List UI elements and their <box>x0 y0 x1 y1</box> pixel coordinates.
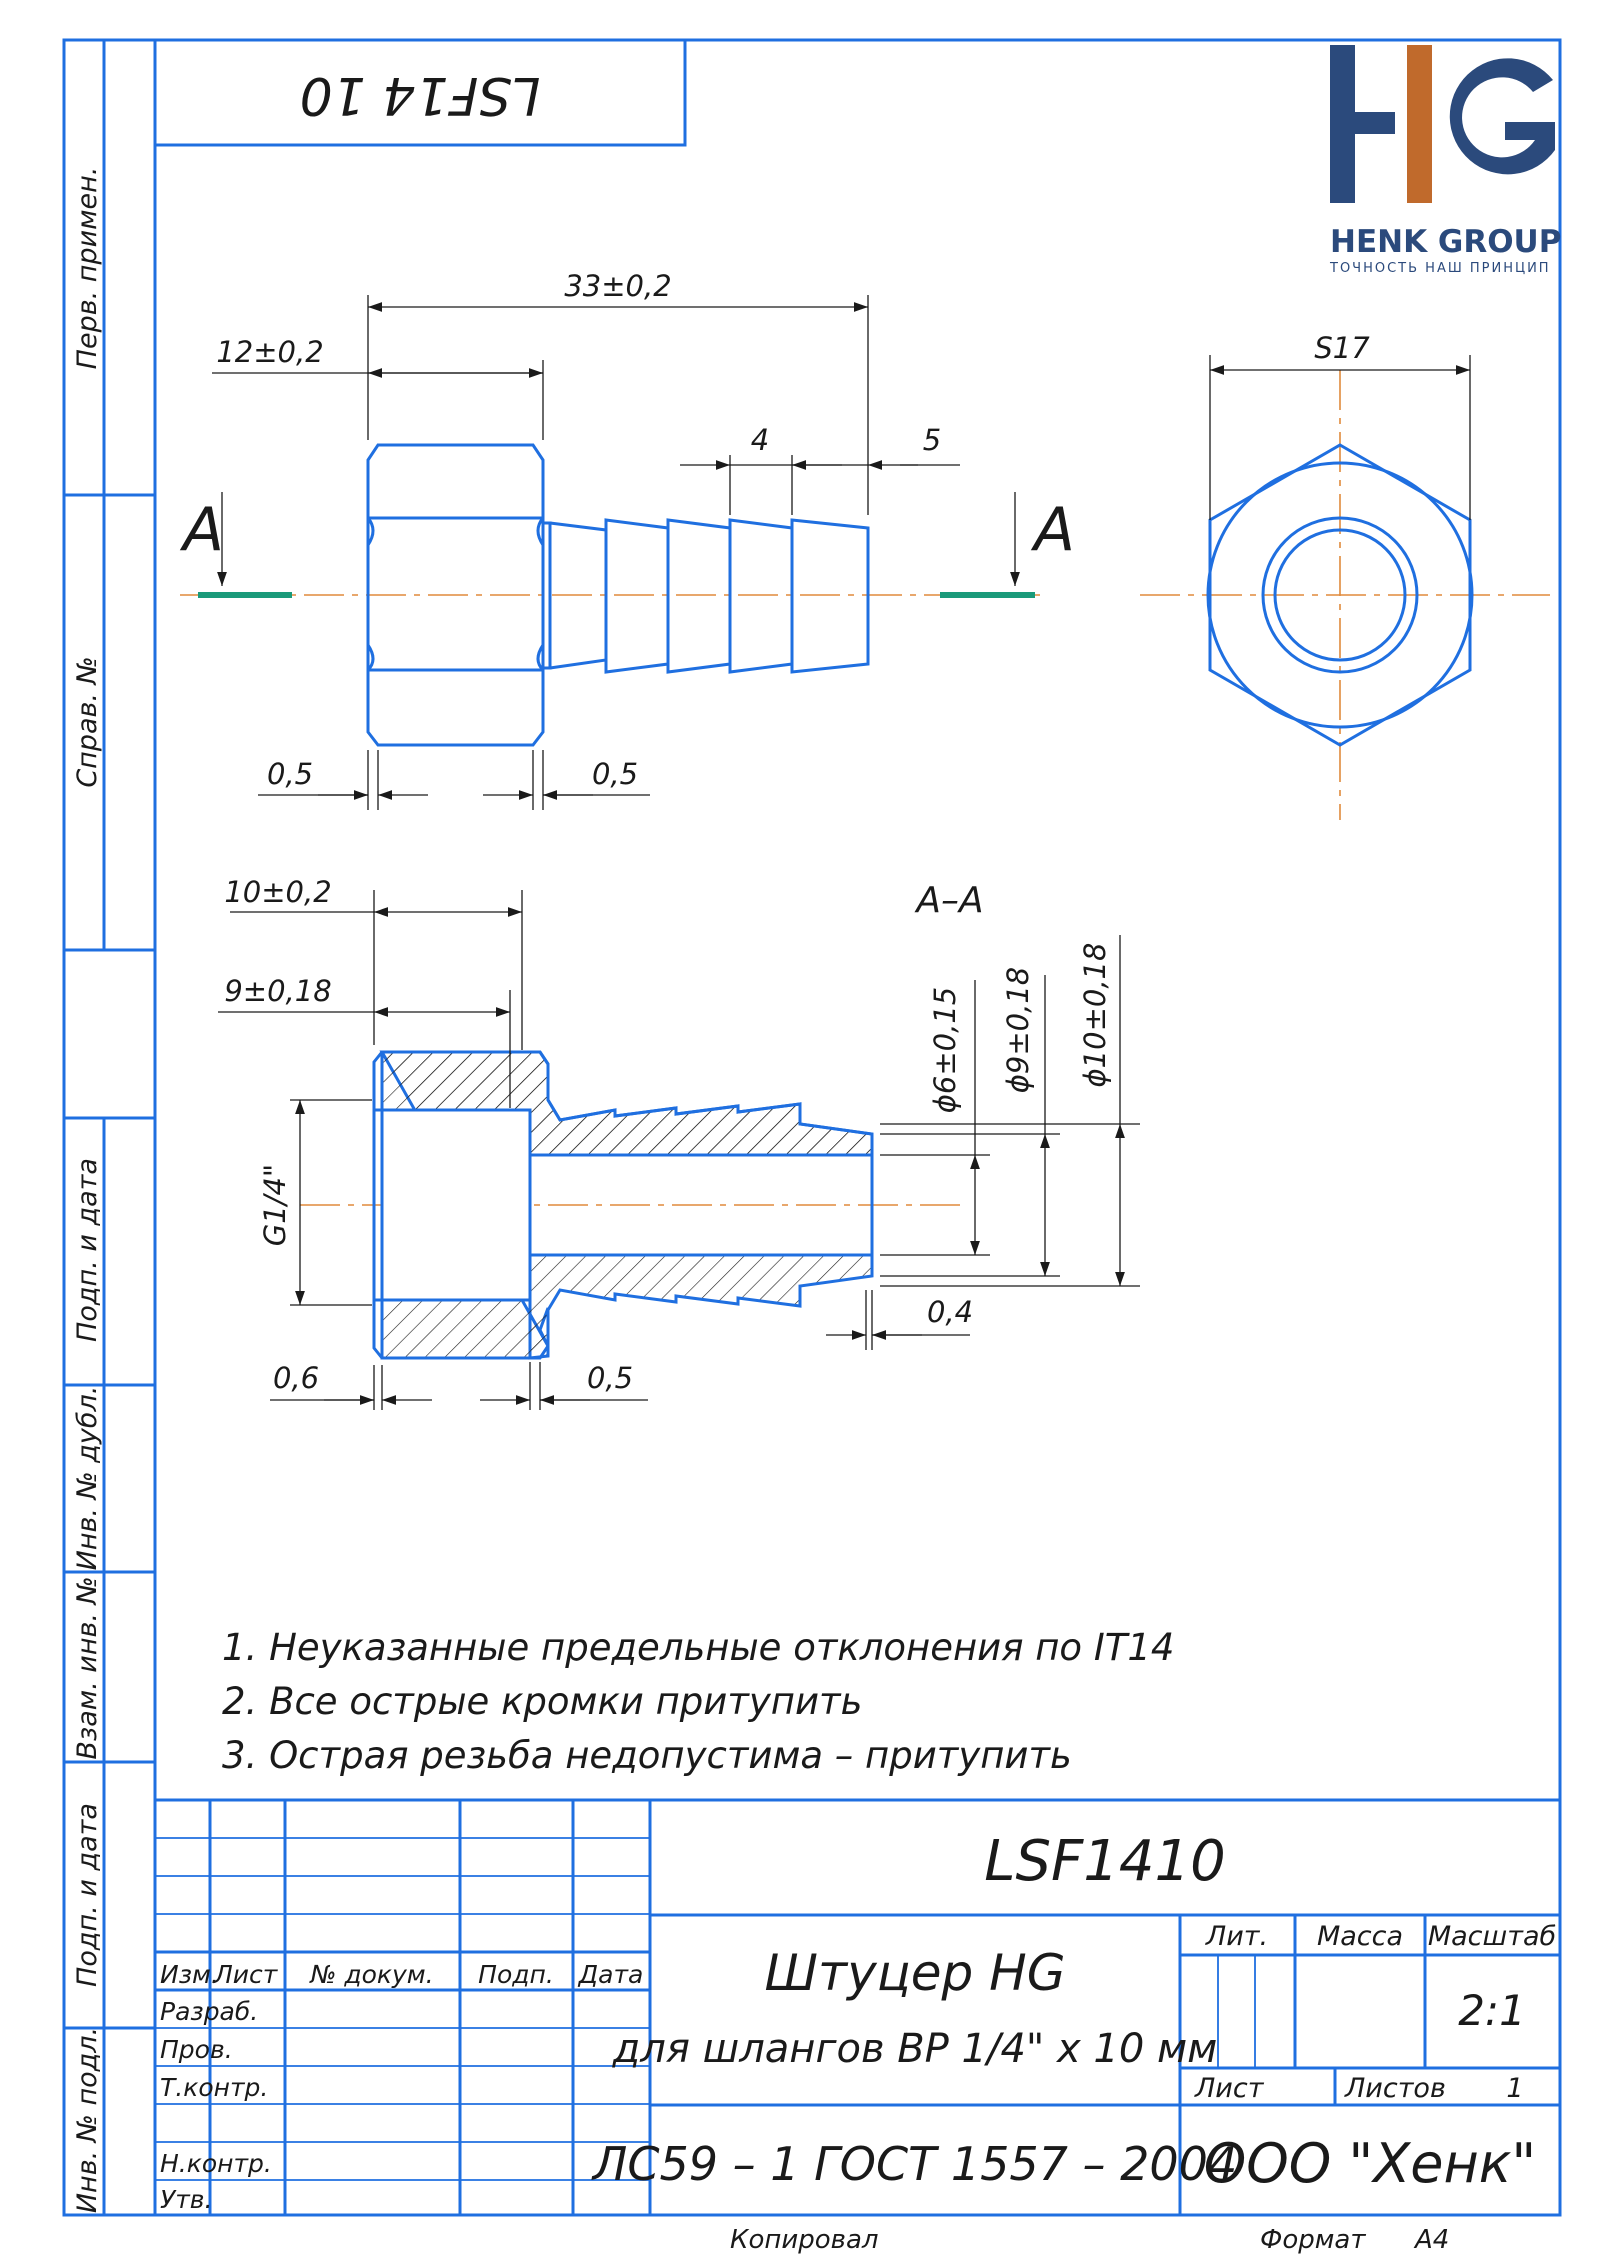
stamp-reference: Справ. № <box>72 656 103 787</box>
label-scale: Масштаб <box>1428 1921 1556 1952</box>
role-tech-control: Т.контр. <box>160 2073 268 2102</box>
cut-label-left: А <box>179 495 224 565</box>
header-list: Лист <box>213 1960 279 1989</box>
end-view: S17 <box>1140 331 1550 820</box>
label-sheets: Листов <box>1344 2073 1446 2104</box>
stamp-sign-date-1: Подп. и дата <box>72 1158 103 1342</box>
dim-rib-step: 4 <box>751 423 769 457</box>
label-lit: Лит. <box>1205 1921 1268 1952</box>
label-mass: Масса <box>1317 1921 1403 1952</box>
stamp-sign-date-2: Подп. и дата <box>72 1803 103 1987</box>
dim-chamfer-right: 0,5 <box>592 757 638 791</box>
dim-dia-mid: ϕ9±0,18 <box>1001 967 1035 1093</box>
sheets-count: 1 <box>1506 2073 1523 2104</box>
header-sign: Подп. <box>478 1960 554 1989</box>
henk-group-logo: HENK GROUP ТОЧНОСТЬ НАШ ПРИНЦИП <box>1329 45 1561 276</box>
material: ЛС59 – 1 ГОСТ 1557 – 2004 <box>591 2137 1237 2191</box>
note-3: 3. Острая резьба недопустима – притупить <box>222 1734 1072 1777</box>
role-checker: Пров. <box>160 2035 233 2064</box>
dim-overall-length: 33±0,2 <box>564 269 671 303</box>
hose-barbs <box>543 518 870 674</box>
role-approver: Утв. <box>160 2185 212 2214</box>
stamp-dup-inv: Инв. № дубл. <box>72 1386 103 1571</box>
technical-notes: 1. Неуказанные предельные отклонения по … <box>222 1626 1174 1777</box>
section-title: А–А <box>914 880 983 921</box>
title-block: Изм. Лист № докум. Подп. Дата Разраб. Пр… <box>155 1798 1560 2215</box>
label-copied: Копировал <box>730 2225 879 2255</box>
code-stamp-box: LSF14 10 <box>153 38 687 147</box>
drawing-frame <box>62 38 1562 2217</box>
side-view: А А 33±0,2 1 <box>179 269 1075 810</box>
label-sheet: Лист <box>1194 2073 1265 2104</box>
header-doc-no: № докум. <box>308 1960 433 1989</box>
scale-value: 2:1 <box>1458 1986 1526 2035</box>
label-format: Формат <box>1260 2225 1366 2255</box>
side-stamps: Перв. примен. Справ. № Подп. и дата Инв.… <box>72 167 103 2213</box>
cut-label-right: А <box>1030 495 1075 565</box>
logo-name: HENK GROUP <box>1330 224 1561 260</box>
stamp-replace-inv: Взам. инв. № <box>72 1576 103 1759</box>
dim-chamfer-b: 0,5 <box>587 1361 633 1395</box>
role-norm-control: Н.контр. <box>160 2149 272 2178</box>
dim-chamfer-left: 0,5 <box>267 757 313 791</box>
stamp-orig-inv: Инв. № подл. <box>72 2027 103 2213</box>
dim-dia-bore: ϕ6±0,15 <box>928 987 962 1113</box>
header-date: Дата <box>578 1960 644 1989</box>
dim-tip-length: 5 <box>923 423 941 457</box>
dim-chamfer-a: 0,6 <box>273 1361 319 1395</box>
dim-thread-length: 9±0,18 <box>224 974 331 1008</box>
dim-thread: G1/4" <box>258 1164 292 1246</box>
company: ООО "Хенк" <box>1204 2132 1537 2195</box>
dim-bore-depth: 10±0,2 <box>224 875 331 909</box>
code-stamp: LSF14 10 <box>300 65 541 125</box>
note-2: 2. Все острые кромки притупить <box>222 1680 862 1723</box>
format-value: A4 <box>1413 2225 1449 2255</box>
dim-hex-length: 12±0,2 <box>216 335 323 369</box>
header-izm: Изм. <box>160 1960 219 1989</box>
dim-across-flats: S17 <box>1314 331 1370 365</box>
footer: Копировал Формат A4 <box>730 2225 1449 2255</box>
document-code: LSF1410 <box>984 1829 1225 1894</box>
note-1: 1. Неуказанные предельные отклонения по … <box>222 1626 1174 1669</box>
document-title: Штуцер HG <box>765 1944 1066 2002</box>
document-subtitle: для шлангов ВР 1/4" х 10 мм <box>612 2026 1218 2072</box>
role-developer: Разраб. <box>160 1997 258 2026</box>
stamp-first-use: Перв. примен. <box>72 167 103 370</box>
dim-dia-outer: ϕ10±0,18 <box>1078 943 1112 1088</box>
logo-tagline: ТОЧНОСТЬ НАШ ПРИНЦИП <box>1329 261 1551 276</box>
dim-tip-chamfer: 0,4 <box>927 1295 973 1329</box>
section-view: А–А 10±0,2 <box>218 875 1140 1410</box>
